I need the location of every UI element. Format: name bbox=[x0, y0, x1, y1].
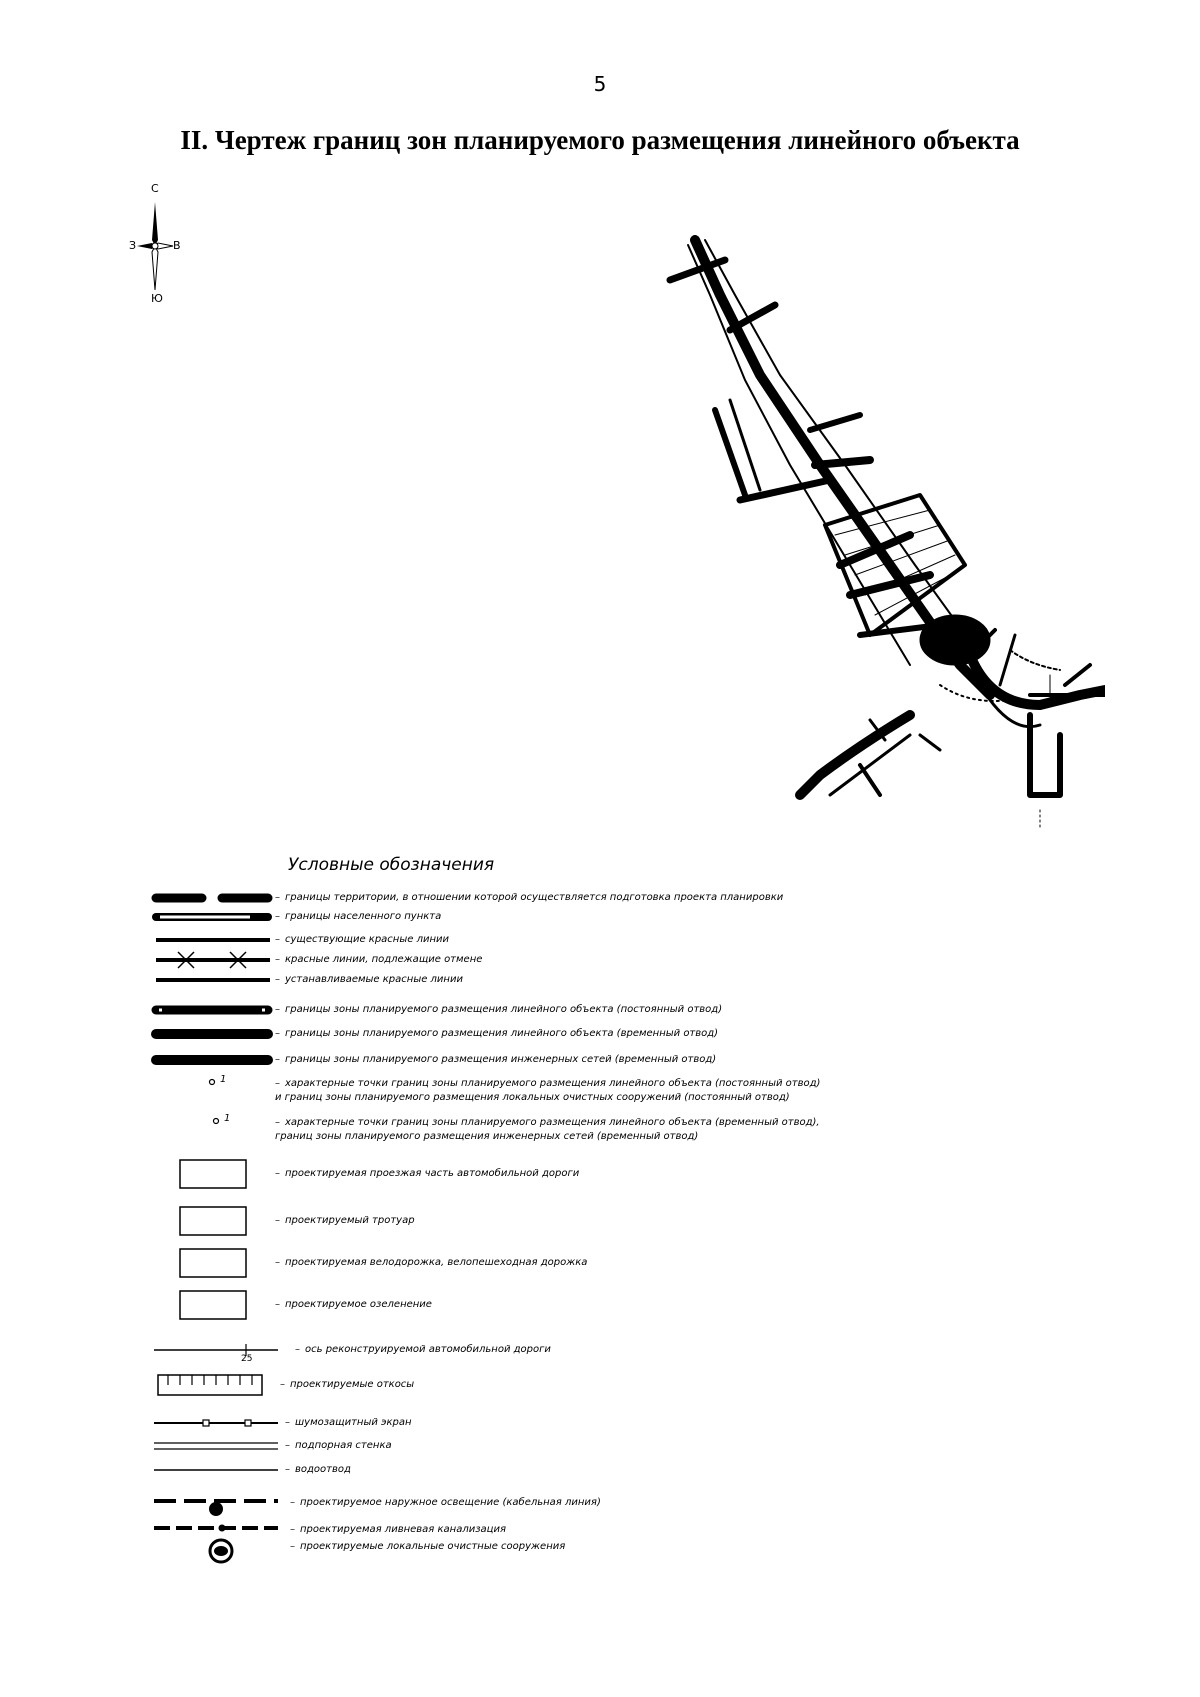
page-number: 5 bbox=[593, 72, 607, 96]
legend-symbol-settlement-boundary bbox=[152, 913, 272, 921]
legend-item-noise-barrier: –шумозащитный экран bbox=[150, 1413, 1150, 1437]
compass-rose: С Ю З В bbox=[125, 182, 205, 320]
legend-symbol-retaining-wall bbox=[154, 1442, 278, 1450]
legend-symbol-street-lighting bbox=[154, 1499, 278, 1516]
legend-symbol-boundary-point bbox=[208, 1078, 216, 1086]
compass-south: Ю bbox=[151, 292, 163, 305]
legend-item-slopes: –проектируемые откосы bbox=[150, 1372, 1150, 1398]
legend-label: границы зоны планируемого размещения лин… bbox=[285, 1004, 723, 1015]
legend-label: устанавливаемые красные линии bbox=[285, 974, 463, 985]
legend-symbol-cancelled-red-lines bbox=[156, 951, 270, 969]
legend-item-road-axis: 25 –ось реконструируемой автомобильной д… bbox=[150, 1340, 1150, 1364]
legend-symbol-permanent-allotment-zone bbox=[151, 1005, 273, 1015]
legend-item-territory-boundary: –границы территории, в отношении которой… bbox=[150, 888, 1150, 912]
legend-symbol-noise-barrier bbox=[154, 1419, 278, 1427]
compass-north: С bbox=[151, 182, 159, 195]
legend-label: проектируемая ливневая канализация bbox=[300, 1524, 506, 1535]
legend-item-existing-red-lines: –существующие красные линии bbox=[150, 930, 1150, 954]
legend-label: границы населенного пункта bbox=[285, 911, 442, 922]
legend-point-number: 1 bbox=[220, 1074, 227, 1085]
legend-label: подпорная стенка bbox=[295, 1440, 392, 1451]
legend-symbol-temporary-allotment-zone bbox=[151, 1029, 273, 1039]
legend-label: проектируемая проезжая часть автомобильн… bbox=[285, 1168, 580, 1179]
legend-symbol-sidewalk bbox=[179, 1206, 247, 1236]
legend-item-permanent-allotment-zone: –границы зоны планируемого размещения ли… bbox=[150, 1000, 1150, 1024]
legend-title: Условные обозначения bbox=[288, 855, 495, 875]
legend-label: проектируемая велодорожка, велопешеходна… bbox=[285, 1257, 588, 1268]
legend-symbol-territory-boundary bbox=[151, 893, 273, 903]
compass-east: В bbox=[173, 239, 181, 252]
compass-west: З bbox=[129, 239, 137, 252]
legend-symbol-landscaping bbox=[179, 1290, 247, 1320]
legend-item-sidewalk: –проектируемый тротуар bbox=[150, 1205, 1150, 1237]
legend-label: границы территории, в отношении которой … bbox=[285, 892, 784, 903]
legend-label: характерные точки границ зоны планируемо… bbox=[275, 1078, 821, 1103]
legend-item-temporary-allotment-zone: –границы зоны планируемого размещения ли… bbox=[150, 1024, 1150, 1048]
planning-drawing bbox=[610, 235, 1110, 905]
legend-item-retaining-wall: –подпорная стенка bbox=[150, 1436, 1150, 1460]
legend-label: характерные точки границ зоны планируемо… bbox=[275, 1117, 820, 1142]
legend-label: проектируемое озеленение bbox=[285, 1299, 432, 1310]
legend-label: ось реконструируемой автомобильной дорог… bbox=[305, 1344, 551, 1355]
legend-symbol-slopes bbox=[157, 1374, 263, 1396]
legend-symbol-boundary-point bbox=[212, 1117, 220, 1125]
legend-point-number: 1 bbox=[224, 1113, 231, 1124]
legend-item-treatment-facilities: –проектируемые локальные очистные сооруж… bbox=[150, 1538, 1150, 1564]
legend-label: водоотвод bbox=[295, 1464, 351, 1475]
legend-axis-station: 25 bbox=[241, 1354, 253, 1364]
legend-item-carriageway: –проектируемая проезжая часть автомобиль… bbox=[150, 1158, 1150, 1190]
compass-icon bbox=[137, 202, 174, 291]
legend-item-temporary-boundary-points: 1 –характерные точки границ зоны планиру… bbox=[150, 1113, 1150, 1147]
page-title: II. Чертеж границ зон планируемого разме… bbox=[180, 125, 1020, 155]
legend-symbol-carriageway bbox=[179, 1159, 247, 1189]
legend-symbol-drainage bbox=[154, 1469, 278, 1471]
legend-symbol-treatment-facilities bbox=[208, 1538, 234, 1564]
legend-item-storm-sewer: –проектируемая ливневая канализация bbox=[150, 1520, 1150, 1544]
legend-item-utility-networks-zone: –границы зоны планируемого размещения ин… bbox=[150, 1050, 1150, 1074]
legend-item-landscaping: –проектируемое озеленение bbox=[150, 1289, 1150, 1321]
legend-item-bike-path: –проектируемая велодорожка, велопешеходн… bbox=[150, 1247, 1150, 1279]
legend-item-street-lighting: –проектируемое наружное освещение (кабел… bbox=[150, 1493, 1150, 1517]
legend-symbol-existing-red-lines bbox=[156, 938, 270, 942]
legend-label: проектируемое наружное освещение (кабель… bbox=[300, 1497, 601, 1508]
legend-symbol-utility-networks-zone bbox=[151, 1055, 273, 1065]
legend-symbol-storm-sewer bbox=[154, 1524, 278, 1532]
legend-item-settlement-boundary: –границы населенного пункта bbox=[150, 907, 1150, 931]
legend-label: существующие красные линии bbox=[285, 934, 449, 945]
legend-label: проектируемые откосы bbox=[290, 1379, 415, 1390]
legend-label: проектируемый тротуар bbox=[285, 1215, 415, 1226]
legend-symbol-bike-path bbox=[179, 1248, 247, 1278]
legend-item-drainage: –водоотвод bbox=[150, 1460, 1150, 1484]
legend-symbol-road-axis bbox=[154, 1344, 278, 1356]
legend-item-new-red-lines: –устанавливаемые красные линии bbox=[150, 970, 1150, 994]
legend-label: границы зоны планируемого размещения лин… bbox=[285, 1028, 719, 1039]
legend-label: шумозащитный экран bbox=[295, 1417, 412, 1428]
route-map bbox=[666, 235, 1110, 831]
legend-symbol-new-red-lines bbox=[156, 978, 270, 982]
legend-item-permanent-boundary-points: 1 –характерные точки границ зоны планиру… bbox=[150, 1074, 1150, 1108]
legend-label: красные линии, подлежащие отмене bbox=[285, 954, 483, 965]
legend-label: проектируемые локальные очистные сооруже… bbox=[300, 1541, 566, 1552]
legend-label: границы зоны планируемого размещения инж… bbox=[285, 1054, 717, 1065]
legend-item-cancelled-red-lines: –красные линии, подлежащие отмене bbox=[150, 950, 1150, 974]
